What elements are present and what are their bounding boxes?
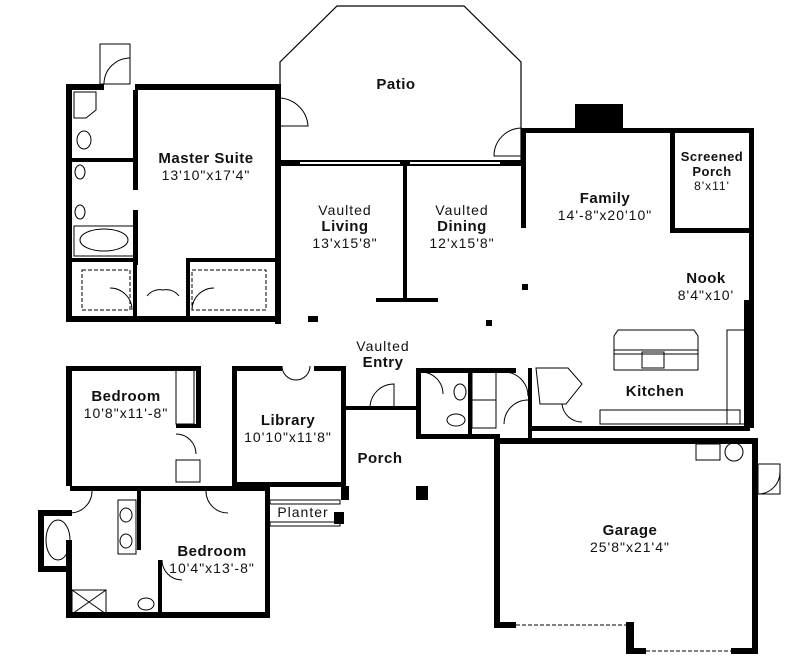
room-garage: Garage 25'8"x21'4" [560, 522, 700, 555]
patio-door-left [279, 97, 309, 127]
room-name: Garage [602, 522, 658, 539]
room-patio: Patio [346, 76, 446, 93]
room-dimensions: 25'8"x21'4" [589, 539, 670, 556]
room-nook: Nook 8'4"x10' [664, 270, 748, 303]
room-vaulted-living: Vaulted Living 13'x15'8" [290, 202, 400, 251]
room-dimensions: 8'x11' [694, 178, 730, 193]
room-vaulted-dining: Vaulted Dining 12'x15'8" [410, 202, 514, 251]
planter-text: Planter [277, 504, 329, 520]
room-name: Master Suite [158, 150, 254, 167]
room-bedroom-1: Bedroom 10'8"x11'-8" [74, 388, 178, 421]
room-dimensions: 8'4"x10' [677, 287, 735, 304]
room-dimensions: 10'4"x13'-8" [169, 560, 255, 577]
room-dimensions: 12'x15'8" [429, 235, 495, 252]
planter-label: Planter [272, 504, 334, 520]
room-dimensions: 13'10"x17'4" [161, 167, 251, 184]
room-prefix: Vaulted [318, 202, 372, 218]
room-name: Kitchen [625, 383, 685, 400]
room-name: Patio [376, 76, 416, 93]
patio-door-right [493, 127, 522, 157]
room-name: Bedroom [177, 543, 247, 560]
room-dimensions: 13'x15'8" [312, 235, 378, 252]
room-kitchen: Kitchen [610, 383, 700, 400]
room-name: Dining [437, 218, 487, 236]
room-dimensions: 14'-8"x20'10" [557, 207, 653, 224]
room-master-suite: Master Suite 13'10"x17'4" [140, 150, 272, 183]
room-dimensions: 10'10"x11'8" [244, 429, 332, 446]
room-name: Bedroom [91, 388, 161, 405]
room-name: Library [260, 412, 316, 429]
room-screened-porch: Screened Porch 8'x11' [676, 149, 748, 194]
room-prefix: Vaulted [356, 338, 410, 354]
room-library: Library 10'10"x11'8" [236, 412, 340, 445]
room-vaulted-entry: Vaulted Entry [340, 338, 426, 371]
room-name: Living [321, 218, 369, 236]
room-dimensions: 10'8"x11'-8" [83, 405, 169, 422]
room-name-line2: Porch [692, 163, 732, 179]
room-prefix: Vaulted [435, 202, 489, 218]
room-bedroom-2: Bedroom 10'4"x13'-8" [156, 543, 268, 576]
room-porch: Porch [348, 450, 412, 467]
room-name: Entry [362, 354, 404, 372]
room-name-line1: Screened [680, 149, 744, 164]
room-name: Nook [686, 270, 726, 287]
room-family: Family 14'-8"x20'10" [540, 190, 670, 223]
room-name: Family [579, 190, 631, 207]
room-name: Porch [357, 450, 403, 467]
